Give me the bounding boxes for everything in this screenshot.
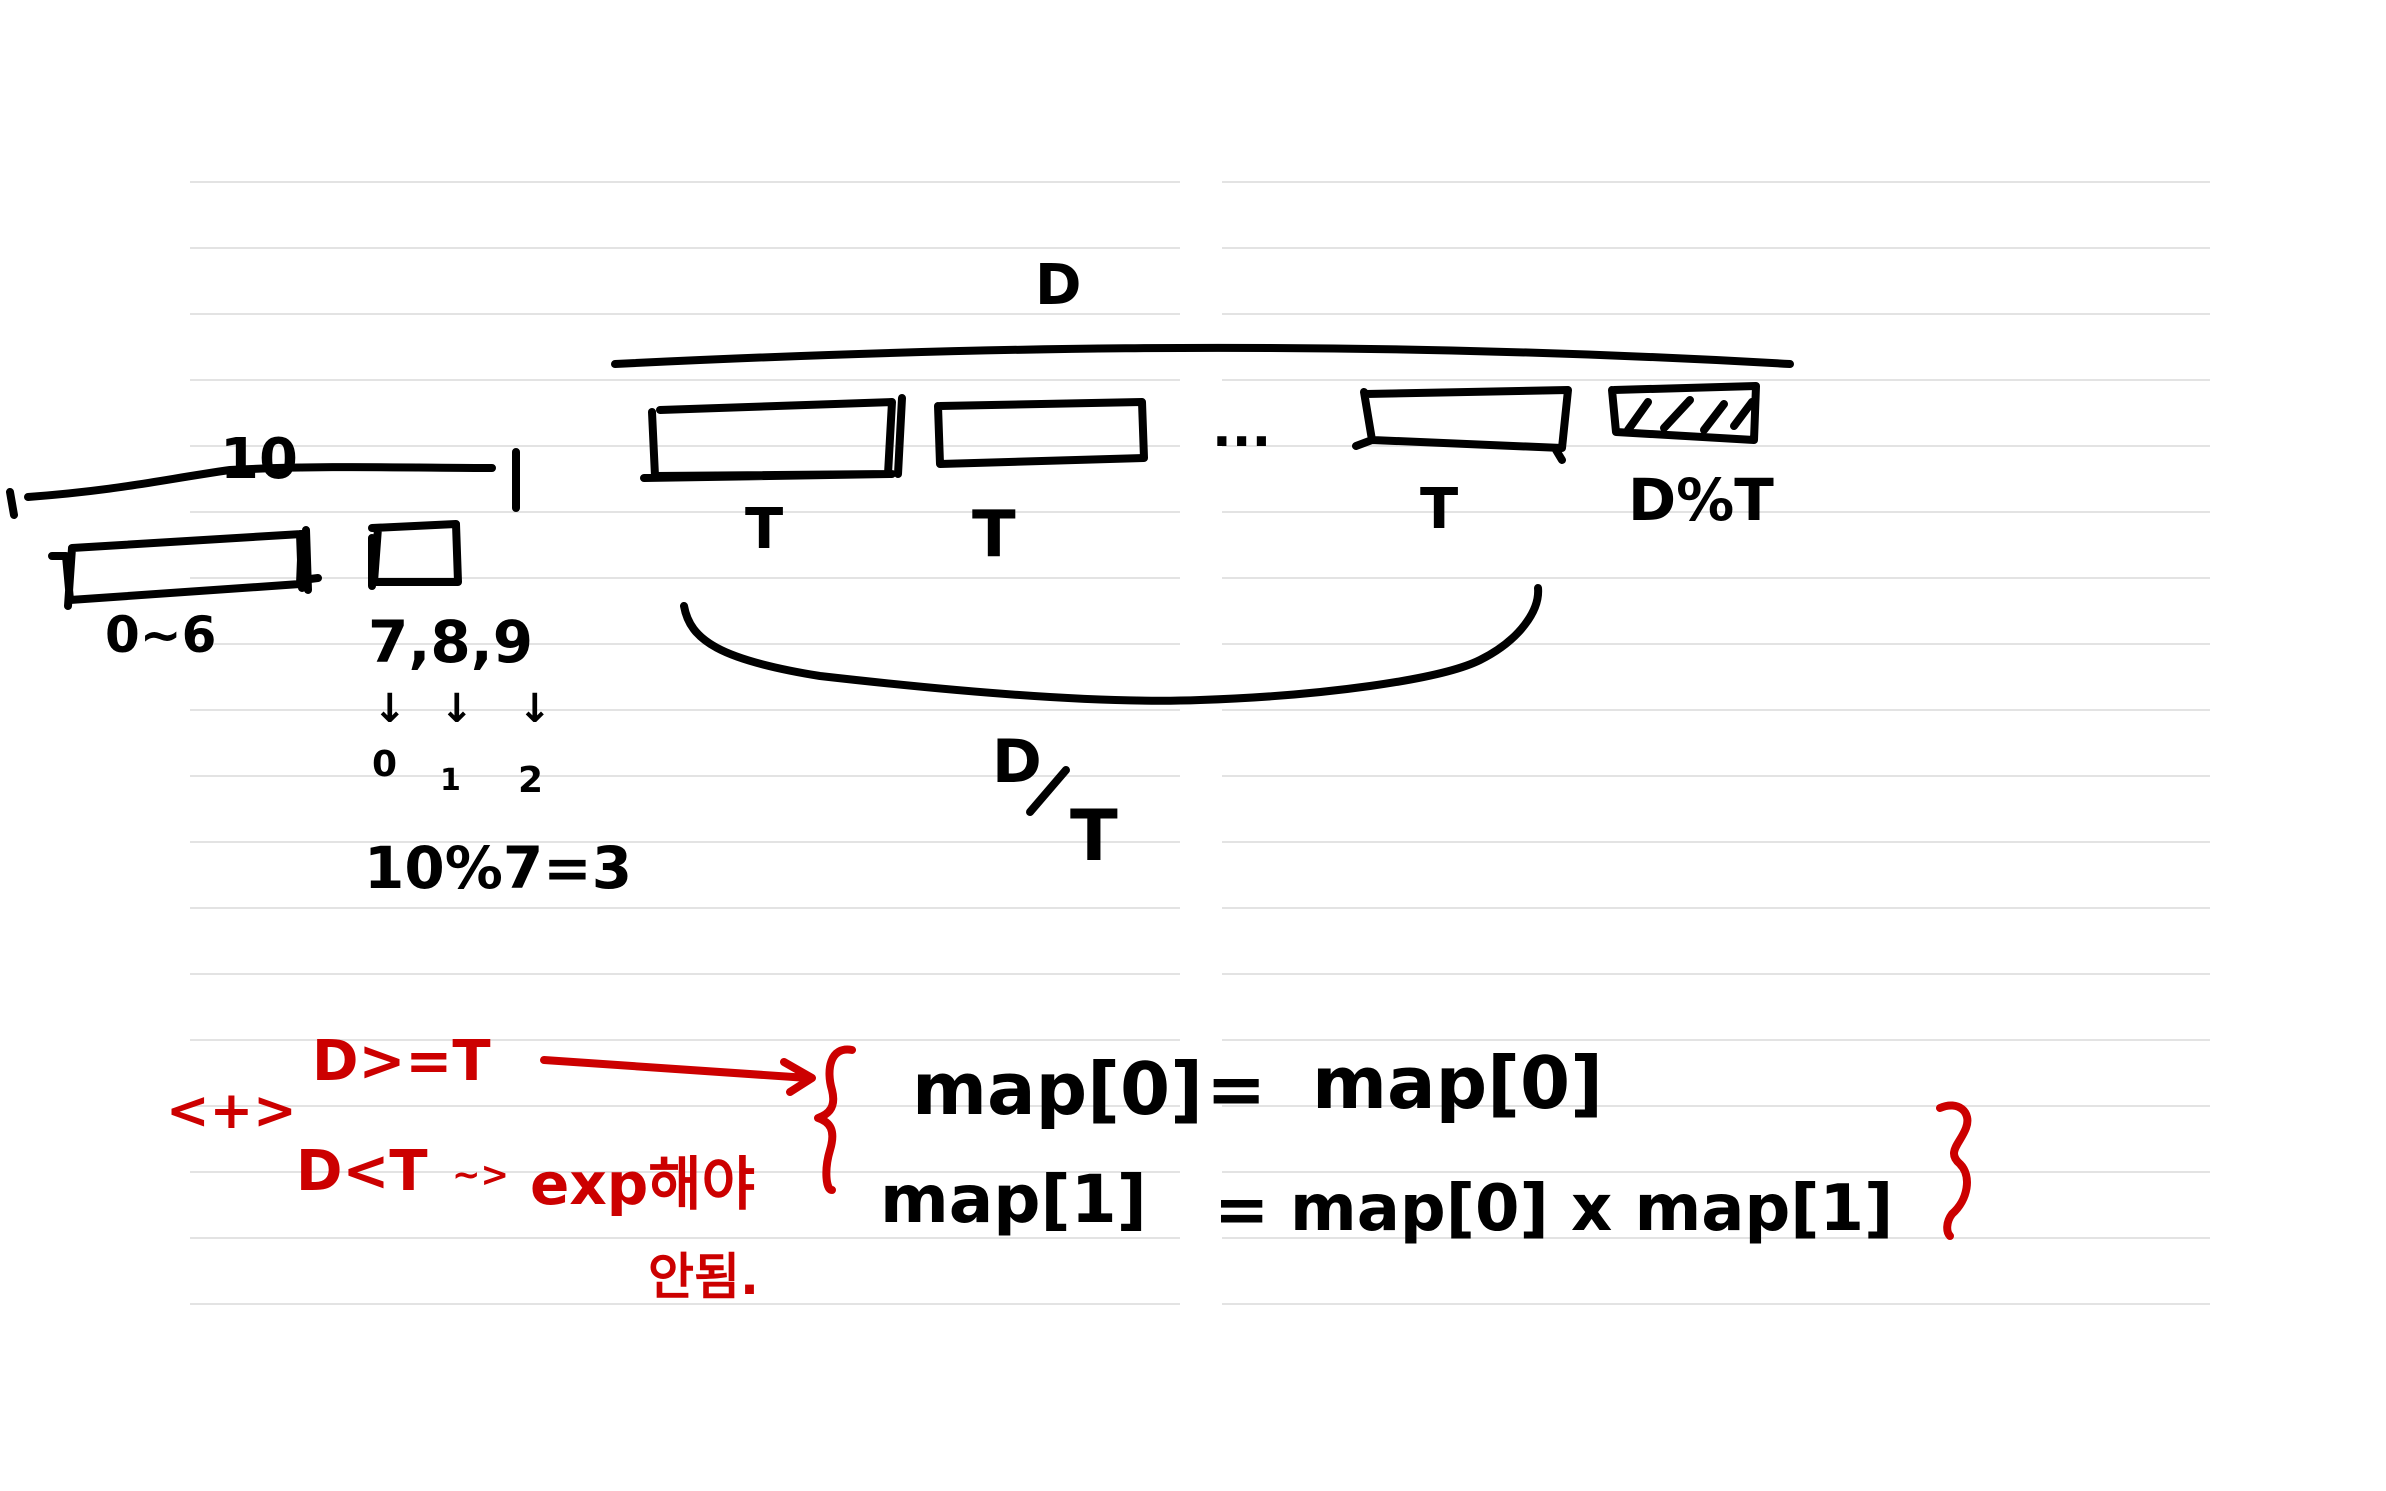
modulo-equation: 10%7=3 xyxy=(364,834,632,902)
span-bar-10 xyxy=(6,448,520,519)
remainder-values: 7,8,9 xyxy=(368,608,533,676)
remainder-label: D%T xyxy=(1628,466,1774,534)
red-arrow xyxy=(540,1056,816,1096)
eq1-rhs: map[0] xyxy=(1312,1041,1603,1125)
arrow-1: ↓ xyxy=(373,686,407,732)
block-label-last: T xyxy=(1420,477,1458,542)
condition-lt: D<T xyxy=(296,1139,428,1204)
condition-ge: D>=T xyxy=(312,1029,491,1094)
right-curly-brace xyxy=(1936,1101,1972,1240)
mapped-index-0: 0 xyxy=(372,744,397,785)
eq2-equals: = xyxy=(1214,1171,1269,1248)
eq1-lhs: map[0] xyxy=(912,1047,1203,1131)
arrow-3: ↓ xyxy=(518,686,552,732)
box-7-8-9 xyxy=(368,520,462,590)
block-label-2: T xyxy=(972,498,1016,572)
remainder-block-hatched xyxy=(1608,382,1760,444)
quotient-slash xyxy=(1026,766,1070,816)
condition-lt-arrow: ~> xyxy=(452,1155,509,1195)
block-last xyxy=(1352,386,1572,464)
range-label-0-6: 0~6 xyxy=(105,606,216,664)
eq2-rhs: map[0] x map[1] xyxy=(1290,1172,1893,1246)
left-curly-brace xyxy=(814,1045,856,1194)
ellipsis: ... xyxy=(1212,399,1271,459)
condition-lt-note: exp해야 xyxy=(530,1150,755,1218)
block-2 xyxy=(934,398,1148,468)
note-marker: <+> xyxy=(166,1081,297,1141)
eq1-equals: = xyxy=(1206,1047,1266,1131)
span-label-10: 10 xyxy=(220,427,298,492)
notes: <+> D>=T D<T ~> exp해야 안됨. map[0] = map[0… xyxy=(166,1029,1972,1306)
span-bar-d xyxy=(611,343,1794,368)
eq2-lhs: map[1] xyxy=(880,1161,1147,1238)
box-0-6 xyxy=(48,526,322,610)
arrow-2: ↓ xyxy=(440,686,474,732)
quotient-numerator: D xyxy=(992,727,1042,797)
mapped-index-2: 2 xyxy=(518,760,543,801)
mapped-index-1: 1 xyxy=(440,763,461,798)
ruled-lines xyxy=(190,181,2210,1305)
quotient-denominator: T xyxy=(1070,795,1118,877)
right-sketch: D T T ... T D%T D T xyxy=(611,253,1794,877)
block-1 xyxy=(640,394,906,482)
left-sketch: 10 0~6 7,8,9 ↓ ↓ ↓ 0 1 2 10%7=3 xyxy=(6,427,632,902)
condition-lt-note-cont: 안됨. xyxy=(648,1248,759,1306)
quotient-bracket xyxy=(680,584,1543,705)
total-label-d: D xyxy=(1035,253,1081,318)
block-label-1: T xyxy=(745,497,783,562)
